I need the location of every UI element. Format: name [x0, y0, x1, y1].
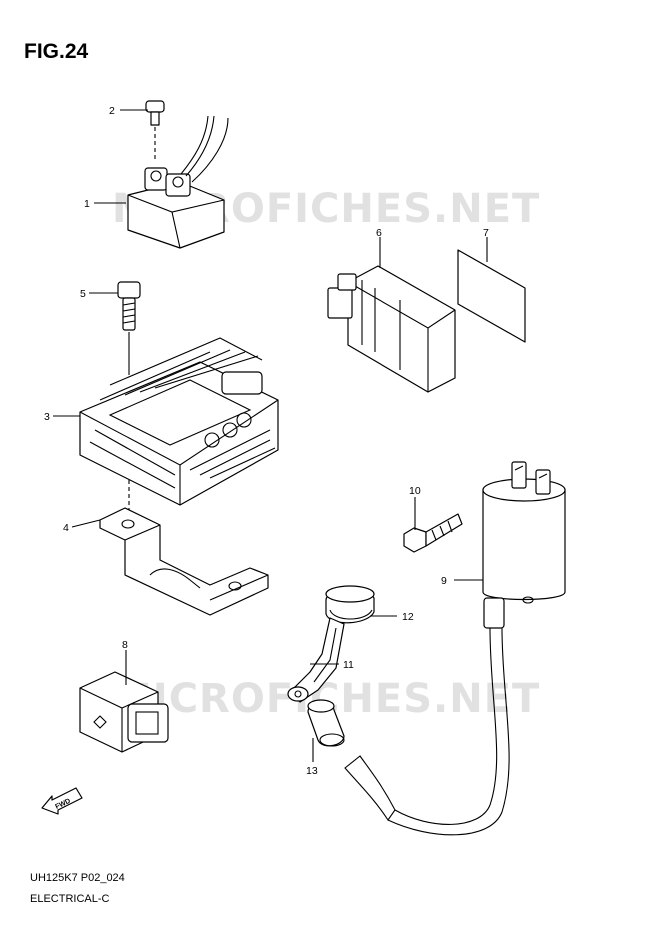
callout-8: 8: [122, 639, 128, 651]
part-12-boot: [325, 585, 375, 624]
part-5-bolt: [117, 281, 141, 375]
fwd-arrow: FWD: [41, 787, 83, 815]
figure-title: FIG.24: [24, 40, 89, 63]
callout-10: 10: [409, 485, 421, 497]
part-3-regulator-rectifier: [79, 337, 279, 506]
callout-3: 3: [44, 411, 50, 423]
callout-5: 5: [80, 288, 86, 300]
part-6-cdi-unit: [327, 265, 456, 393]
callout-11: 11: [343, 659, 354, 671]
leader-lines: [53, 109, 488, 762]
part-4-bracket: [99, 480, 269, 616]
part-7-pad: [457, 249, 526, 343]
part-2-screw: [145, 100, 165, 160]
callout-9: 9: [441, 575, 447, 587]
part-9-ignition-coil: [344, 461, 566, 836]
callout-13: 13: [306, 765, 318, 777]
footer-code: UH125K7 P02_024: [30, 872, 125, 884]
footer-description: ELECTRICAL-C: [30, 893, 110, 905]
callout-6: 6: [376, 227, 382, 239]
part-8-connector: [79, 671, 169, 753]
part-10-bolt: [403, 513, 463, 553]
callout-7: 7: [483, 227, 489, 239]
part-1-starter-relay: [127, 115, 229, 249]
callout-1: 1: [84, 198, 90, 210]
part-11-plug-cap: [287, 617, 345, 703]
callout-4: 4: [63, 522, 69, 534]
callout-12: 12: [402, 611, 414, 623]
callout-2: 2: [109, 105, 115, 117]
part-13-plug-cover: [307, 699, 345, 747]
